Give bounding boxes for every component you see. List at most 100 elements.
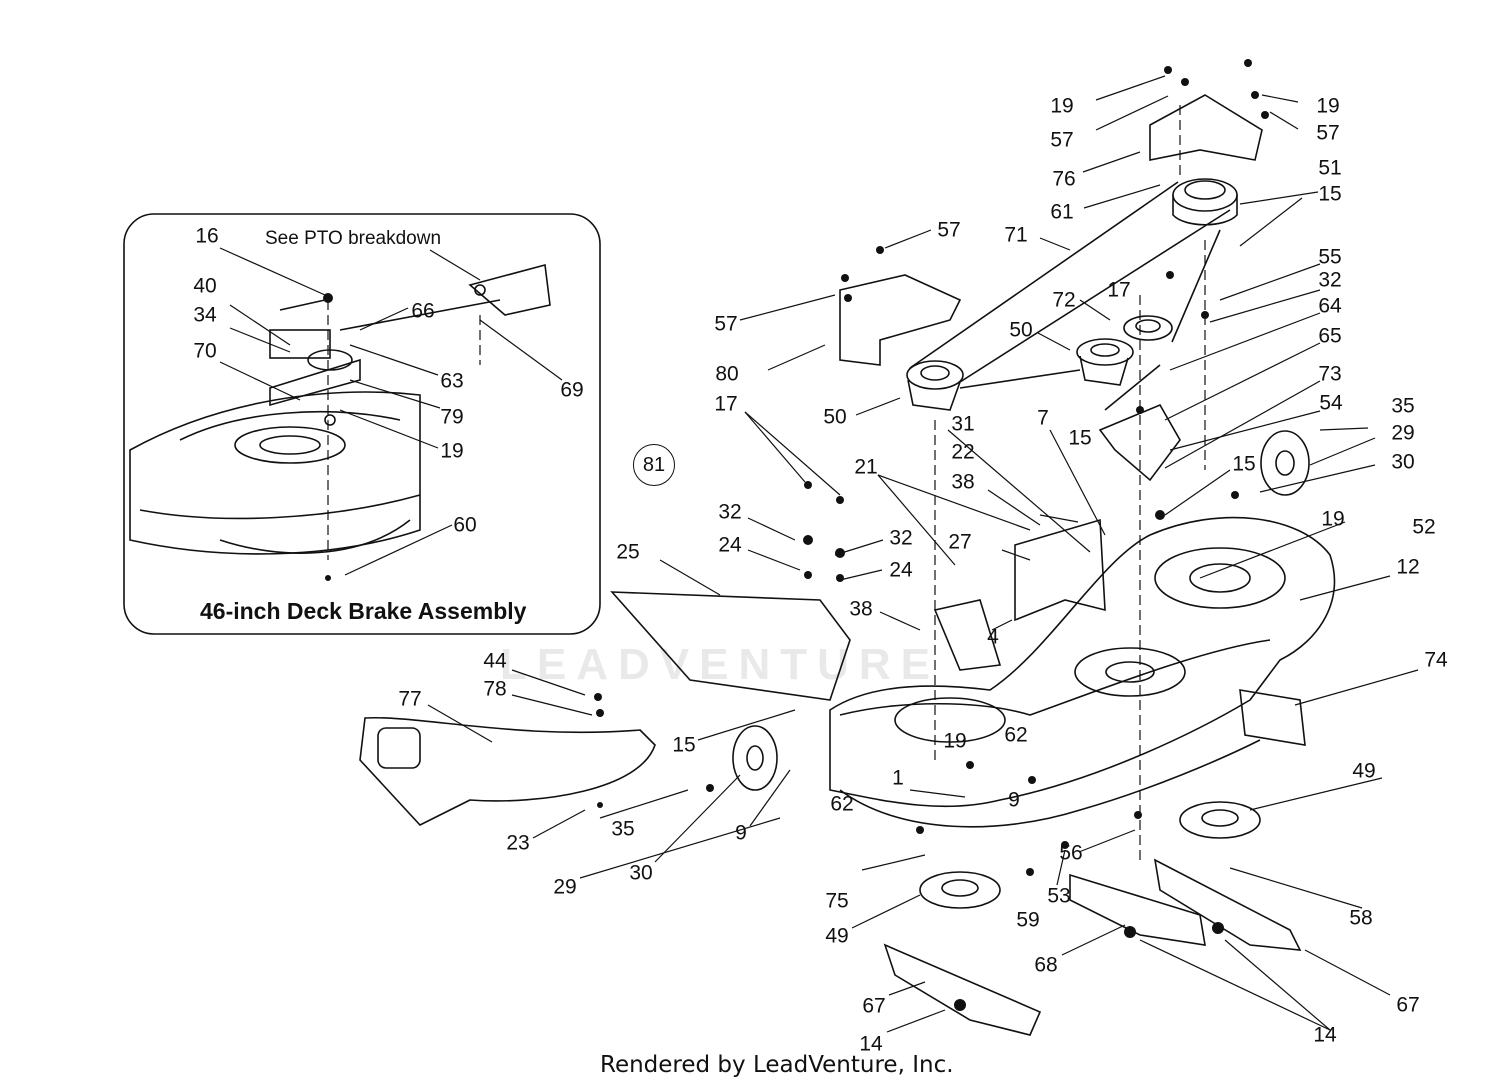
- part-label: 73: [1318, 362, 1342, 386]
- part-label: 24: [718, 533, 742, 557]
- part-label: 44: [483, 649, 507, 673]
- part-label: 76: [1052, 167, 1076, 191]
- part-label: 14: [1313, 1023, 1337, 1047]
- mower-deck: [829, 516, 1336, 808]
- part-label: 15: [1232, 452, 1256, 476]
- blade-right: [1153, 858, 1302, 951]
- part-label: 53: [1047, 884, 1071, 908]
- part-label: 32: [718, 500, 742, 524]
- part-label: 17: [714, 392, 738, 416]
- part-label: 67: [1396, 993, 1420, 1017]
- inset-part-label: 16: [195, 224, 219, 248]
- part-label: 56: [1059, 841, 1083, 865]
- drive-belt: [909, 181, 1231, 389]
- part-label: 50: [1009, 318, 1033, 342]
- blade-center: [1069, 873, 1206, 946]
- discharge-chute: [610, 591, 851, 701]
- callout-81: 81: [633, 444, 675, 486]
- inset-part-label: 66: [411, 299, 435, 323]
- part-label: 62: [830, 792, 854, 816]
- part-label: 59: [1016, 908, 1040, 932]
- part-label: 4: [987, 625, 999, 649]
- part-label: 57: [1050, 128, 1074, 152]
- part-label: 71: [1004, 223, 1028, 247]
- side-bracket: [1239, 689, 1306, 746]
- part-label: 7: [1037, 406, 1049, 430]
- footer-credit: Rendered by LeadVenture, Inc.: [600, 1052, 954, 1078]
- part-label: 31: [951, 412, 975, 436]
- inset-part-label: 79: [440, 405, 464, 429]
- gauge-wheel-right: [1260, 430, 1310, 496]
- part-label: 67: [862, 994, 886, 1018]
- pulley-50-right: [1076, 338, 1134, 386]
- part-label: 74: [1424, 648, 1448, 672]
- part-label: 1: [892, 766, 904, 790]
- part-label: 62: [1004, 723, 1028, 747]
- inset-part-label: 63: [440, 369, 464, 393]
- part-label: 17: [1107, 278, 1131, 302]
- part-label: 38: [951, 470, 975, 494]
- watermark: LEADVENTURE: [500, 640, 941, 689]
- part-label: 19: [1321, 507, 1345, 531]
- pulley-50-left: [906, 360, 964, 411]
- part-label: 27: [948, 530, 972, 554]
- part-label: 29: [1391, 421, 1415, 445]
- part-label: 29: [553, 875, 577, 899]
- part-label: 22: [951, 440, 975, 464]
- part-label: 15: [1318, 182, 1342, 206]
- part-label: 19: [1316, 94, 1340, 118]
- pulley-72: [1123, 315, 1173, 341]
- inset-frame: [123, 213, 601, 635]
- inset-part-label: 60: [453, 513, 477, 537]
- part-label: 57: [937, 218, 961, 242]
- part-label: 9: [735, 821, 747, 845]
- part-label: 51: [1318, 156, 1342, 180]
- inset-part-label: 70: [193, 339, 217, 363]
- inset-part-label: 40: [193, 274, 217, 298]
- part-label: 57: [1316, 121, 1340, 145]
- part-label: 50: [823, 405, 847, 429]
- spindle-left: [919, 871, 1001, 909]
- part-label: 23: [506, 831, 530, 855]
- idler-arm: [1098, 403, 1181, 482]
- part-label: 78: [483, 677, 507, 701]
- blade-left: [883, 943, 1042, 1036]
- part-label: 24: [889, 558, 913, 582]
- pto-breakdown-note: See PTO breakdown: [265, 228, 442, 249]
- part-label: 35: [1391, 394, 1415, 418]
- part-label: 9: [1008, 788, 1020, 812]
- part-label: 61: [1050, 200, 1074, 224]
- inset-part-label: 19: [440, 439, 464, 463]
- spindle-right: [1179, 801, 1261, 839]
- inset-part-label: 69: [560, 378, 584, 402]
- inset-part-label: 34: [193, 303, 217, 327]
- part-label: 80: [715, 362, 739, 386]
- belt-cover: [1149, 94, 1263, 161]
- hanger-bracket: [933, 599, 1002, 671]
- part-label: 77: [398, 687, 422, 711]
- part-label: 68: [1034, 953, 1058, 977]
- part-label: 12: [1396, 555, 1420, 579]
- mount-bracket: [1014, 518, 1106, 622]
- part-label: 49: [1352, 759, 1376, 783]
- part-label: 15: [1068, 426, 1092, 450]
- part-label: 64: [1318, 294, 1342, 318]
- inset-title: 46-inch Deck Brake Assembly: [200, 598, 527, 624]
- part-label: 19: [1050, 94, 1074, 118]
- part-label: 14: [859, 1032, 883, 1056]
- part-label: 32: [889, 526, 913, 550]
- part-label: 65: [1318, 324, 1342, 348]
- pulley-51: [1172, 178, 1238, 226]
- part-label: 49: [825, 924, 849, 948]
- part-label: 19: [943, 729, 967, 753]
- part-label: 15: [672, 733, 696, 757]
- deflector: [359, 716, 656, 826]
- part-label: 55: [1318, 245, 1342, 269]
- spring: [1104, 364, 1161, 411]
- part-label: 57: [714, 312, 738, 336]
- part-label: 25: [616, 540, 640, 564]
- part-label: 38: [849, 597, 873, 621]
- part-label: 21: [854, 455, 878, 479]
